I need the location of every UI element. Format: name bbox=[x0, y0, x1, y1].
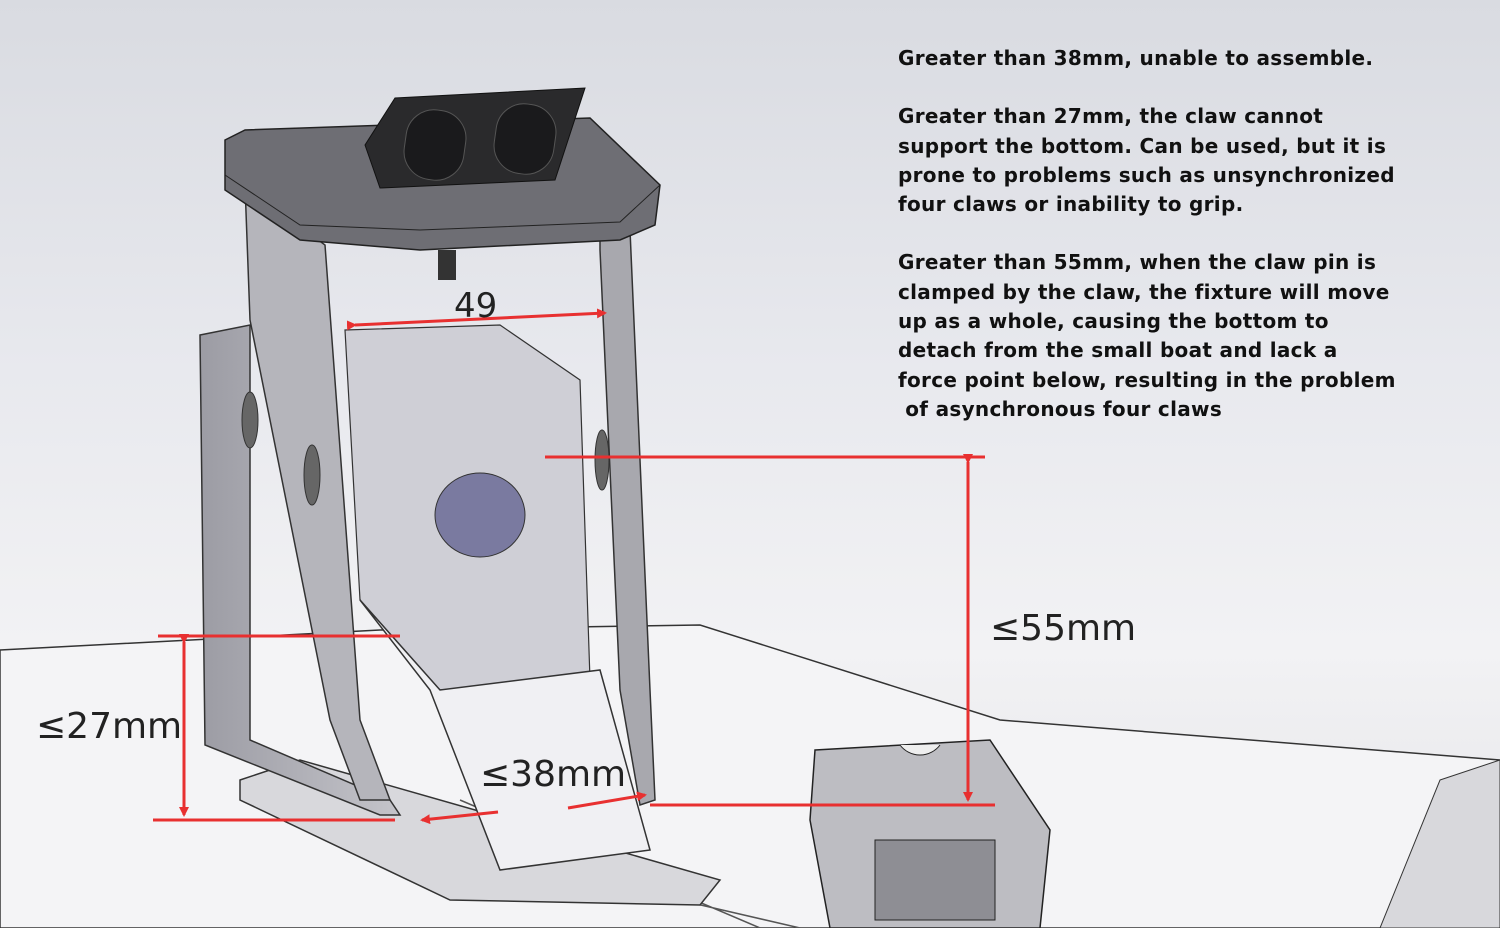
note-38mm: Greater than 38mm, unable to assemble. bbox=[898, 44, 1458, 73]
dimension-width-49: 49 bbox=[454, 286, 498, 326]
note-line: prone to problems such as unsynchronized bbox=[898, 162, 1395, 187]
dimension-height-27: ≤27mm bbox=[36, 706, 183, 747]
note-55mm: Greater than 55mm, when the claw pin is … bbox=[898, 248, 1458, 424]
note-line: Greater than 27mm, the claw cannot bbox=[898, 104, 1324, 129]
note-line: support the bottom. Can be used, but it … bbox=[898, 133, 1387, 158]
note-line: Greater than 55mm, when the claw pin is bbox=[898, 250, 1377, 275]
note-line: force point below, resulting in the prob… bbox=[898, 367, 1396, 392]
dimension-lines bbox=[153, 308, 995, 825]
note-line: four claws or inability to grip. bbox=[898, 192, 1244, 217]
note-line: of asynchronous four claws bbox=[898, 396, 1223, 421]
notes-panel: Greater than 38mm, unable to assemble. G… bbox=[898, 44, 1458, 453]
claw-seat bbox=[359, 599, 651, 871]
note-line: Greater than 38mm, unable to assemble. bbox=[898, 46, 1374, 70]
dimension-gap-38: ≤38mm bbox=[480, 754, 627, 795]
note-line: detach from the small boat and lack a bbox=[898, 338, 1338, 363]
note-line: clamped by the claw, the fixture will mo… bbox=[898, 279, 1390, 304]
hole bbox=[434, 472, 526, 558]
dimension-height-55: ≤55mm bbox=[990, 608, 1137, 649]
note-line: up as a whole, causing the bottom to bbox=[898, 309, 1329, 334]
note-27mm: Greater than 27mm, the claw cannot suppo… bbox=[898, 102, 1458, 219]
